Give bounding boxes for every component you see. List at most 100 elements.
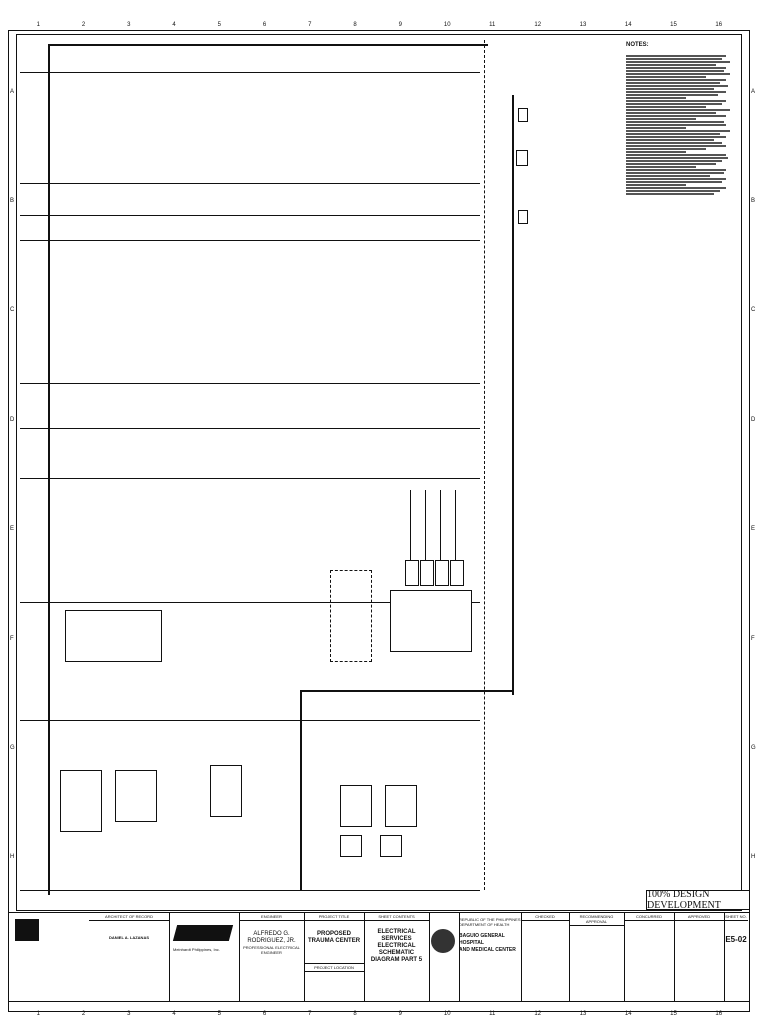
design-stamp: 100% DESIGN DEVELOPMENT bbox=[646, 889, 750, 911]
note-text-line bbox=[626, 193, 714, 195]
grid-column-label: 11 bbox=[489, 22, 496, 28]
panel-drop bbox=[410, 490, 411, 560]
project-location-head: PROJECT LOCATION bbox=[304, 963, 364, 972]
lower-breaker bbox=[340, 835, 362, 857]
note-text-line bbox=[626, 118, 696, 120]
grid-column-label: 11 bbox=[489, 1011, 496, 1017]
sheet-contents-3: DIAGRAM PART 5 bbox=[370, 957, 423, 963]
panel-board bbox=[65, 610, 162, 662]
panel-drop bbox=[425, 490, 426, 560]
tb-architect: ARCHITECT OF RECORD DANIEL A. LAZANAS bbox=[89, 913, 170, 1001]
grid-column-label: 15 bbox=[670, 1011, 677, 1017]
floor-line bbox=[20, 720, 480, 721]
lower-breaker bbox=[340, 785, 372, 827]
grid-column-label: 1 bbox=[36, 22, 40, 28]
tb-company: Meinhardt Philippines, Inc. bbox=[169, 913, 240, 1001]
grid-row-label: B bbox=[10, 198, 15, 205]
floor-line bbox=[20, 478, 480, 479]
doh-seal bbox=[431, 929, 455, 953]
sheet-no: E5-02 bbox=[725, 935, 747, 944]
note-text-line bbox=[626, 172, 724, 174]
grid-row-label: D bbox=[751, 416, 756, 423]
stamp-label: 100% DESIGN DEVELOPMENT bbox=[647, 889, 721, 911]
note-text-line bbox=[626, 151, 686, 153]
grid-row-label: A bbox=[10, 88, 15, 95]
grid-column-label: 12 bbox=[534, 22, 542, 28]
note-text-line bbox=[626, 112, 716, 114]
grid-column-label: 4 bbox=[172, 22, 176, 28]
engineer-name: ALFREDO G. RODRIGUEZ, JR. bbox=[247, 931, 296, 944]
grid-column-label: 10 bbox=[443, 22, 451, 28]
grid-column-label: 1 bbox=[36, 1011, 40, 1017]
note-text-line bbox=[626, 76, 706, 78]
grid-column-label: 4 bbox=[172, 1011, 176, 1017]
grid-column-label: 3 bbox=[127, 1011, 131, 1017]
right-feeder bbox=[512, 95, 514, 695]
note-text-line bbox=[626, 73, 730, 75]
note-text-line bbox=[626, 124, 726, 126]
note-text-line bbox=[626, 103, 722, 105]
feeder-link bbox=[300, 690, 512, 692]
grid-column-label: 13 bbox=[579, 1011, 587, 1017]
breaker-symbol bbox=[516, 150, 528, 166]
architect-head: ARCHITECT OF RECORD bbox=[89, 913, 169, 921]
feeder-drop bbox=[300, 690, 302, 890]
note-text-line bbox=[626, 136, 726, 138]
checked-head: CHECKED bbox=[521, 913, 569, 921]
floor-line bbox=[20, 602, 480, 603]
grid-column-label: 16 bbox=[715, 1011, 723, 1017]
architect-name: DANIEL A. LAZANAS bbox=[109, 935, 149, 940]
company-name: Meinhardt Philippines, Inc. bbox=[173, 947, 220, 952]
floor-line bbox=[20, 215, 480, 216]
hospital-1: BAGUIO GENERAL HOSPITAL bbox=[459, 933, 505, 946]
note-text-line bbox=[626, 94, 718, 96]
grid-row-label: A bbox=[751, 88, 756, 95]
note-text-line bbox=[626, 178, 726, 180]
floor-line bbox=[20, 72, 480, 73]
note-text-line bbox=[626, 145, 726, 147]
grid-column-label: 7 bbox=[308, 22, 312, 28]
note-text-line bbox=[626, 100, 726, 102]
note-text-line bbox=[626, 139, 714, 141]
note-text-line bbox=[626, 64, 716, 66]
breaker-row bbox=[450, 560, 464, 586]
sheet-contents-head: SHEET CONTENTS bbox=[364, 913, 429, 921]
tb-project: PROJECT TITLE PROPOSED TRAUMA CENTER PRO… bbox=[304, 913, 365, 1001]
lower-breaker bbox=[385, 785, 417, 827]
tb-seal bbox=[429, 913, 460, 1001]
grid-column-label: 6 bbox=[262, 1011, 267, 1017]
note-text-line bbox=[626, 85, 728, 87]
grid-row-label: F bbox=[10, 635, 14, 642]
approved-head: APPROVED bbox=[674, 913, 724, 921]
grid-row-label: E bbox=[10, 526, 15, 533]
meter-box bbox=[115, 770, 157, 822]
grid-column-label: 8 bbox=[353, 22, 357, 28]
engineer-title: PROFESSIONAL ELECTRICAL ENGINEER bbox=[243, 945, 300, 955]
recommending-head: RECOMMENDING APPROVAL bbox=[569, 913, 624, 926]
concurred-head: CONCURRED bbox=[624, 913, 674, 921]
floor-line bbox=[20, 183, 480, 184]
breaker-symbol bbox=[518, 108, 528, 122]
note-text-line bbox=[626, 58, 722, 60]
transformer-enclosure bbox=[330, 570, 372, 662]
tb-recommending: RECOMMENDING APPROVAL bbox=[569, 913, 625, 1001]
note-text-line bbox=[626, 91, 726, 93]
note-text-line bbox=[626, 175, 710, 177]
grid-column-label: 9 bbox=[398, 1011, 402, 1017]
grid-column-label: 7 bbox=[308, 1011, 312, 1017]
grid-row-label: D bbox=[10, 416, 15, 423]
note-text-line bbox=[626, 127, 686, 129]
note-text-line bbox=[626, 148, 706, 150]
note-text-line bbox=[626, 61, 730, 63]
note-text-line bbox=[626, 79, 726, 81]
note-text-line bbox=[626, 97, 686, 99]
distribution-panel bbox=[390, 590, 472, 652]
grid-column-label: 6 bbox=[262, 22, 267, 28]
grid-column-label: 13 bbox=[579, 22, 587, 28]
grid-row-label: F bbox=[751, 635, 755, 642]
note-text-line bbox=[626, 154, 726, 156]
grid-column-label: 5 bbox=[217, 22, 221, 28]
floor-line bbox=[20, 240, 480, 241]
grid-column-label: 14 bbox=[624, 1011, 632, 1017]
lower-breaker bbox=[380, 835, 402, 857]
